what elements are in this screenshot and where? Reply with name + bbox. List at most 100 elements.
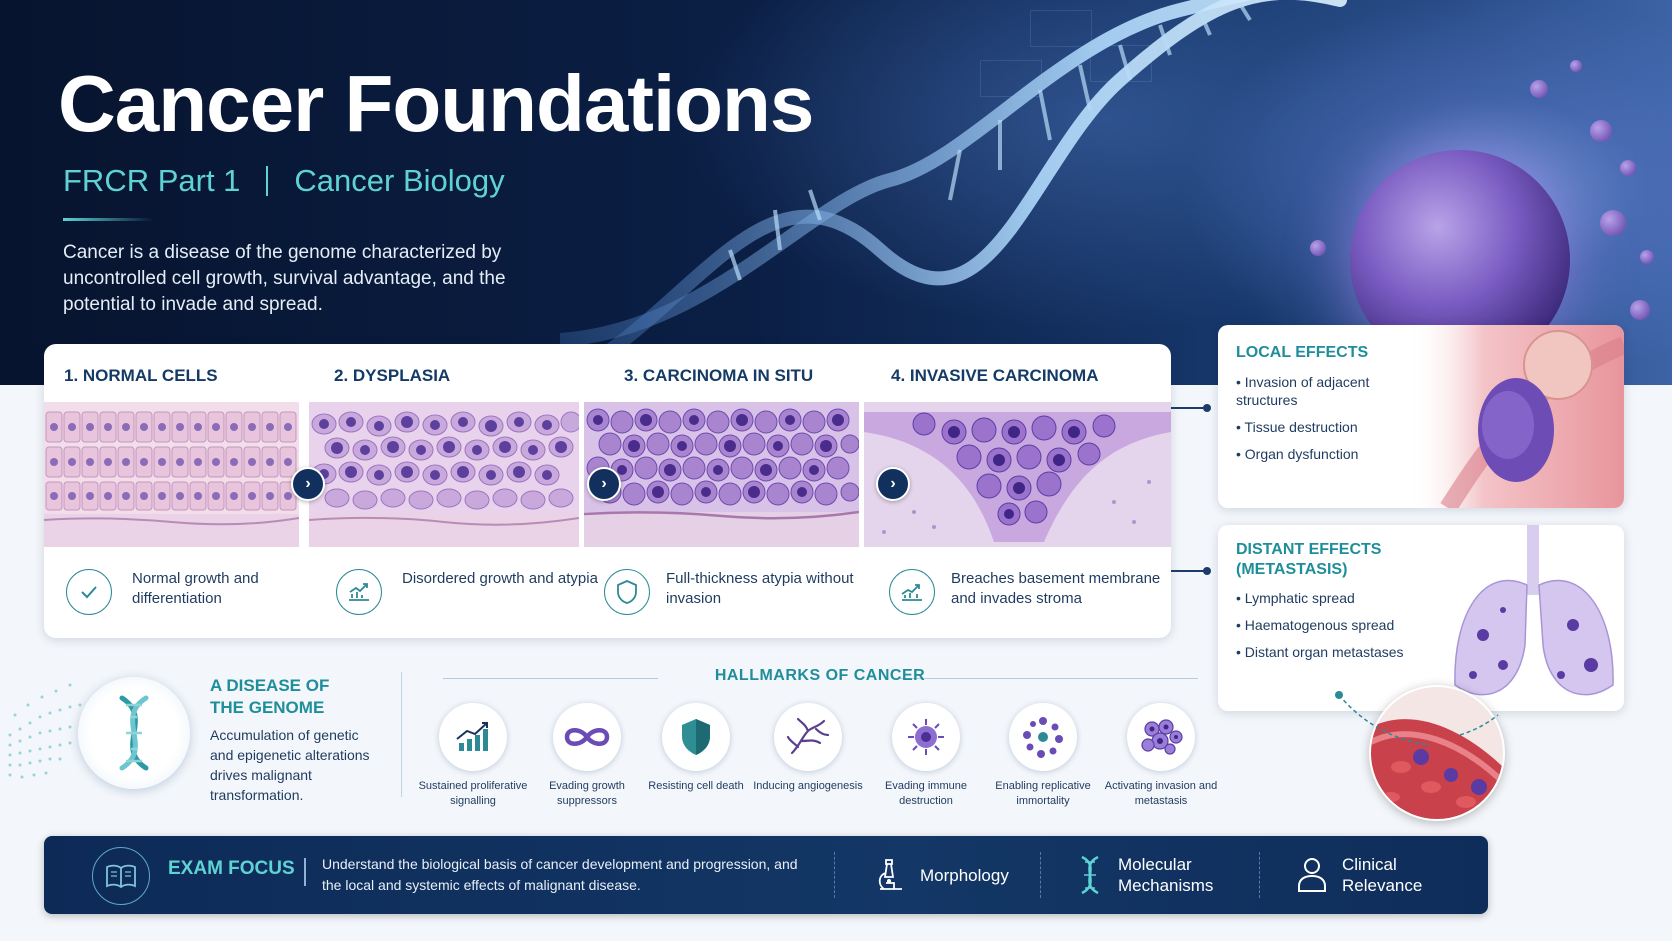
subtitle-topic: Cancer Biology bbox=[294, 163, 505, 198]
hexagon-decoration bbox=[1030, 10, 1092, 47]
cell-particle bbox=[1570, 60, 1582, 72]
next-stage-arrow-icon: › bbox=[587, 467, 621, 501]
stage-description: Normal growth and differentiation bbox=[132, 570, 259, 607]
lungs-metastasis-illustration bbox=[1454, 525, 1614, 696]
shield-icon bbox=[604, 569, 650, 615]
person-icon bbox=[1298, 858, 1326, 892]
stage-carcinoma-in-situ: 3. CARCINOMA IN SITU bbox=[584, 344, 859, 638]
dna-icon bbox=[78, 677, 190, 789]
title-rule bbox=[443, 678, 658, 679]
blood-vessel-illustration bbox=[1369, 685, 1505, 821]
cell-particle bbox=[1640, 250, 1654, 264]
intro-text: Cancer is a disease of the genome charac… bbox=[63, 242, 506, 315]
hallmark-item: Enabling replicative immortality bbox=[983, 703, 1103, 809]
hallmark-label: Enabling replicative immortality bbox=[995, 780, 1091, 807]
page-subtitle: FRCR Part 1 Cancer Biology bbox=[63, 163, 505, 199]
immune-cell-icon bbox=[892, 703, 960, 771]
hallmark-label: Evading growth suppressors bbox=[549, 780, 625, 807]
hallmark-item: Sustained proliferative signalling bbox=[413, 703, 533, 809]
next-stage-arrow-icon: › bbox=[291, 467, 325, 501]
hallmark-label: Inducing angiogenesis bbox=[753, 780, 863, 792]
dashed-divider bbox=[1259, 852, 1261, 898]
hallmark-label: Evading immune destruction bbox=[885, 780, 967, 807]
hallmark-item: Inducing angiogenesis bbox=[748, 703, 868, 794]
exam-focus-bar: EXAM FOCUS Understand the biological bas… bbox=[44, 836, 1488, 914]
hallmark-label: Sustained proliferative signalling bbox=[418, 780, 528, 807]
stage-normal-cells: 1. NORMAL CELLS Normal gro bbox=[44, 344, 299, 638]
stage-dysplasia: 2. DYSPLASIA Di bbox=[309, 344, 598, 638]
normal-tissue-illustration bbox=[44, 402, 299, 547]
distant-effects-title: DISTANT EFFECTS (METASTASIS) bbox=[1236, 541, 1382, 578]
carcinoma-in-situ-illustration bbox=[584, 402, 859, 547]
connector-line bbox=[1171, 570, 1207, 572]
stage-title: 1. NORMAL CELLS bbox=[64, 366, 218, 385]
connector-line bbox=[1171, 407, 1207, 409]
connector-dot bbox=[1203, 567, 1211, 575]
hallmark-label: Activating invasion and metastasis bbox=[1104, 780, 1218, 807]
local-effects-title: LOCAL EFFECTS bbox=[1236, 344, 1369, 361]
subtitle-divider bbox=[266, 166, 269, 196]
local-effects-list: Invasion of adjacent structures Tissue d… bbox=[1236, 373, 1386, 472]
stage-title: 3. CARCINOMA IN SITU bbox=[624, 366, 814, 385]
list-item: Haematogenous spread bbox=[1236, 616, 1436, 634]
stage-invasive-carcinoma: 4. INVASIVE CARCINOMA bbox=[864, 344, 1171, 638]
tissue-invasion-illustration bbox=[1408, 325, 1624, 508]
microscope-icon bbox=[878, 859, 902, 890]
list-item: Invasion of adjacent structures bbox=[1236, 373, 1386, 409]
page-title: Cancer Foundations bbox=[58, 59, 814, 148]
local-effects-card: LOCAL EFFECTS Invasion of adjacent struc… bbox=[1218, 325, 1624, 508]
cell-cluster-icon bbox=[1127, 703, 1195, 771]
list-item: Lymphatic spread bbox=[1236, 589, 1436, 607]
shield-icon bbox=[662, 703, 730, 771]
dashed-divider bbox=[834, 852, 836, 898]
genome-title: A DISEASE OF THE GENOME bbox=[210, 676, 330, 717]
hallmark-item: Evading immune destruction bbox=[866, 703, 986, 809]
exam-focus-label: EXAM FOCUS bbox=[168, 858, 295, 879]
exam-item-molecular: Molecular Mechanisms bbox=[1076, 850, 1218, 900]
list-item: Organ dysfunction bbox=[1236, 445, 1386, 463]
cell-particle bbox=[1620, 160, 1636, 176]
stage-description: Full-thickness atypia without invasion bbox=[666, 570, 854, 607]
hallmark-item: Activating invasion and metastasis bbox=[1101, 703, 1221, 809]
distant-effects-list: Lymphatic spread Haematogenous spread Di… bbox=[1236, 589, 1436, 670]
dysplasia-tissue-illustration bbox=[309, 402, 579, 547]
dna-icon bbox=[1081, 855, 1099, 895]
next-stage-arrow-icon: › bbox=[876, 467, 910, 501]
exam-item-morphology: Morphology bbox=[874, 850, 1009, 900]
check-icon bbox=[66, 569, 112, 615]
genome-section: A DISEASE OF THE GENOME Accumulation of … bbox=[0, 650, 400, 810]
infinity-icon bbox=[553, 703, 621, 771]
genome-description: Accumulation of genetic and epigenetic a… bbox=[210, 727, 370, 803]
cell-particle bbox=[1310, 240, 1326, 256]
exam-item-label: Clinical Relevance bbox=[1342, 855, 1423, 895]
distant-effects-card: DISTANT EFFECTS (METASTASIS) Lymphatic s… bbox=[1218, 525, 1624, 711]
hero-banner bbox=[0, 0, 1672, 385]
list-item: Distant organ metastases bbox=[1236, 643, 1436, 661]
invasion-chart-icon bbox=[889, 569, 935, 615]
book-icon bbox=[92, 847, 150, 905]
hallmark-item: Resisting cell death bbox=[636, 703, 756, 794]
hallmark-item: Evading growth suppressors bbox=[527, 703, 647, 809]
section-divider bbox=[401, 672, 402, 797]
connector-dot bbox=[1203, 404, 1211, 412]
exam-item-label: Morphology bbox=[920, 865, 1009, 885]
cell-ring-icon bbox=[1009, 703, 1077, 771]
dashed-divider bbox=[1040, 852, 1042, 898]
invasive-carcinoma-illustration bbox=[864, 402, 1171, 547]
stage-title: 2. DYSPLASIA bbox=[334, 366, 451, 385]
growth-chart-icon bbox=[336, 569, 382, 615]
bar-chart-icon bbox=[439, 703, 507, 771]
stage-description: Disordered growth and atypia bbox=[402, 570, 598, 587]
cell-particle bbox=[1530, 80, 1548, 98]
stage-title: 4. INVASIVE CARCINOMA bbox=[891, 366, 1099, 385]
dna-helix-illustration bbox=[560, 0, 1347, 377]
cell-particle bbox=[1590, 120, 1612, 142]
vessel-icon bbox=[774, 703, 842, 771]
exam-item-label: Molecular Mechanisms bbox=[1118, 855, 1214, 895]
stage-description: Breaches basement membrane and invades s… bbox=[951, 570, 1161, 607]
exam-item-clinical: Clinical Relevance bbox=[1296, 850, 1422, 900]
exam-divider bbox=[304, 858, 306, 886]
hallmarks-title: HALLMARKS OF CANCER bbox=[714, 667, 926, 684]
hallmark-label: Resisting cell death bbox=[648, 780, 744, 792]
cell-particle bbox=[1600, 210, 1626, 236]
